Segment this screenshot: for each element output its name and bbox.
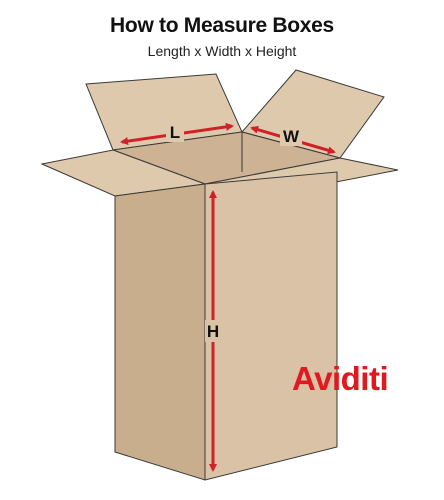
page-subtitle: Length x Width x Height [147,43,297,59]
length-label-bg [166,122,184,142]
box-side-panel [114,183,206,481]
brand-logo: Aviditi [292,360,389,397]
width-label: W [283,127,300,146]
page-title: How to Measure Boxes [110,14,334,37]
height-label: H [207,322,219,341]
length-label: L [170,123,180,142]
box-front-panel [204,171,338,481]
width-label-bg [280,126,302,146]
height-label-bg [205,320,222,342]
